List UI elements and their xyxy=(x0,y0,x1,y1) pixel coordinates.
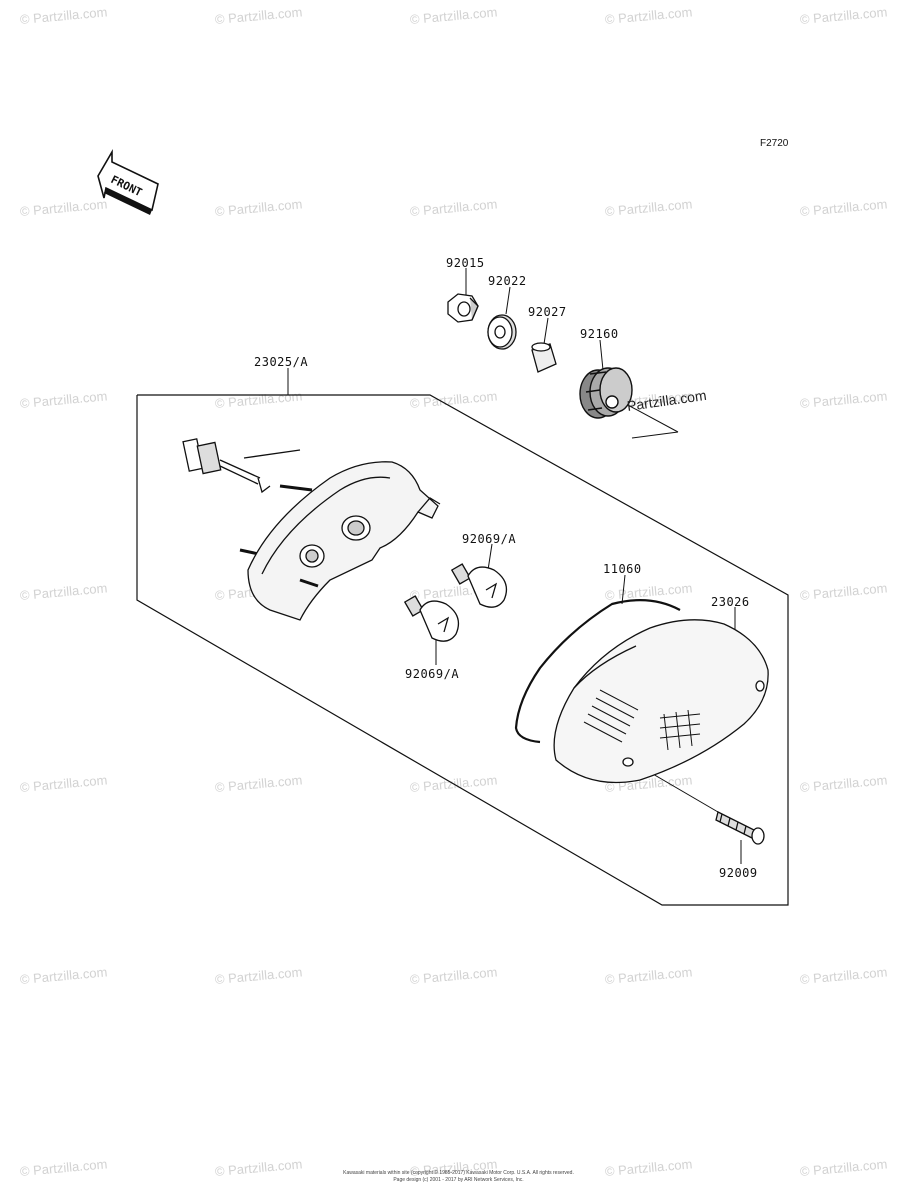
lens-grille xyxy=(583,689,701,751)
part-label-92069-lower[interactable]: 92069/A xyxy=(405,667,460,681)
screw-92009 xyxy=(715,811,765,845)
bulb-92069-lower xyxy=(403,595,460,642)
gasket-11060 xyxy=(514,599,681,744)
part-label-23026[interactable]: 23026 xyxy=(711,595,750,609)
grommet-nut-92015 xyxy=(447,293,479,323)
damper-92160 xyxy=(579,367,633,419)
part-label-92027[interactable]: 92027 xyxy=(528,305,567,319)
lens-23026 xyxy=(553,619,769,784)
front-arrow-icon: FRONT xyxy=(97,149,159,215)
part-label-92009[interactable]: 92009 xyxy=(719,866,758,880)
washer-92022 xyxy=(487,314,517,350)
assembly-outline xyxy=(136,394,789,906)
part-label-23025[interactable]: 23025/A xyxy=(254,355,309,369)
part-label-11060[interactable]: 11060 xyxy=(603,562,642,576)
part-label-92022[interactable]: 92022 xyxy=(488,274,527,288)
collar-92027 xyxy=(531,342,557,373)
figure-code: F2720 xyxy=(760,138,789,149)
copyright-line-2: Page design (c) 2001 - 2017 by ARI Netwo… xyxy=(393,1177,524,1183)
part-label-92069-upper[interactable]: 92069/A xyxy=(462,532,517,546)
part-label-92015[interactable]: 92015 xyxy=(446,256,485,270)
part-label-92160[interactable]: 92160 xyxy=(580,327,619,341)
bulb-92069-upper xyxy=(450,563,508,608)
copyright-line-1: Kawasaki materials within site (copyrigh… xyxy=(343,1170,574,1176)
lamp-housing-23025 xyxy=(182,438,441,621)
leader-lines xyxy=(287,268,742,864)
